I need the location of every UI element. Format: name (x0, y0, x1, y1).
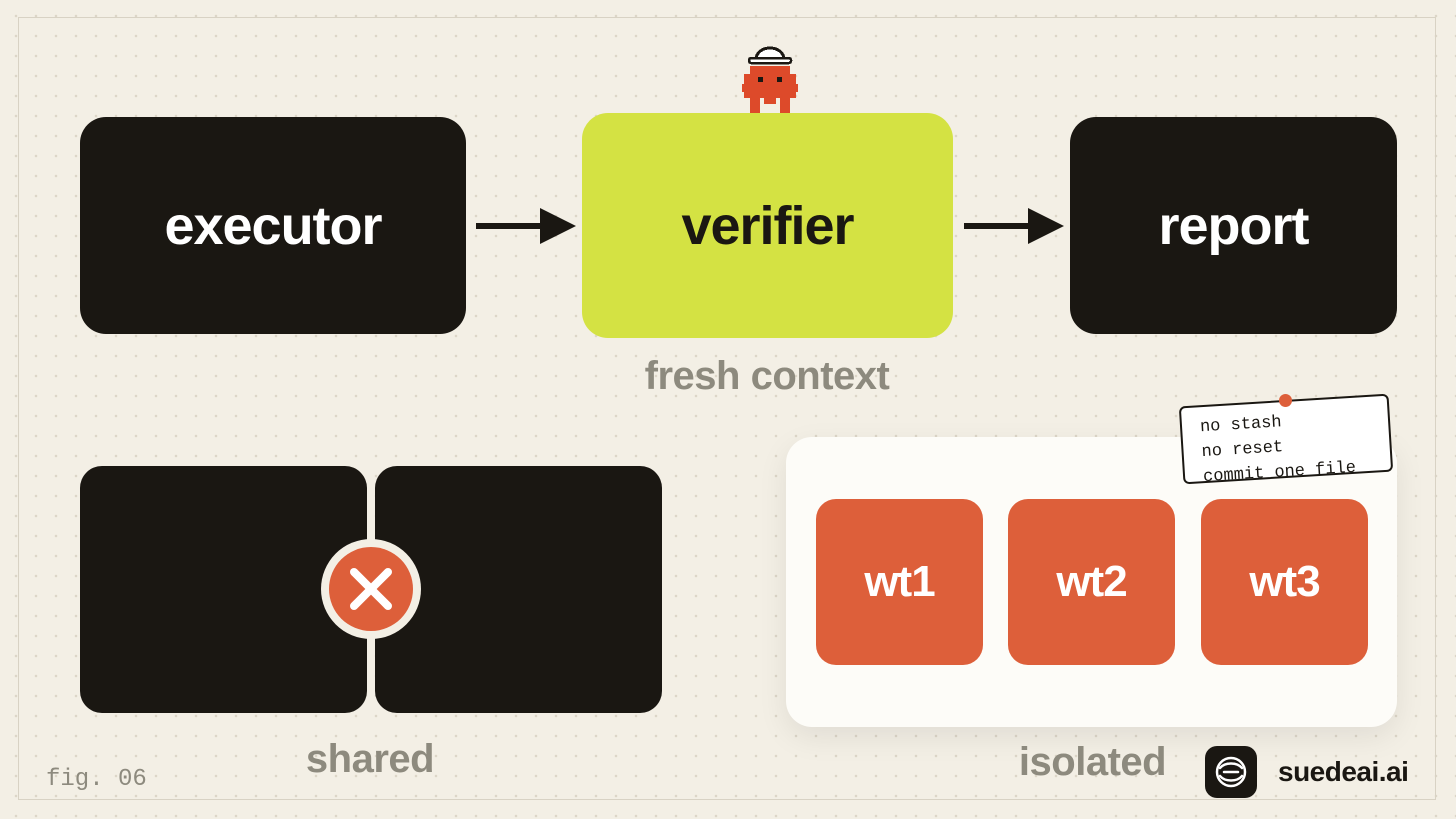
worktree-label: wt1 (864, 557, 935, 606)
worktree-box: wt2 (1008, 499, 1175, 665)
executor-label: executor (164, 195, 382, 256)
figure-label: fig. 06 (46, 766, 147, 793)
worktree-box: wt3 (1201, 499, 1368, 665)
shared-block-left (80, 466, 367, 713)
report-box: report (1070, 117, 1397, 334)
worktree-label: wt2 (1056, 557, 1127, 606)
verifier-label: verifier (681, 195, 854, 256)
arrow-right-icon (476, 208, 576, 244)
isolated-caption: isolated (1018, 740, 1167, 784)
brand-name: suedeai.ai (1278, 756, 1409, 787)
worktree-box: wt1 (816, 499, 983, 665)
rules-note: no stash no reset commit one file (1178, 393, 1394, 487)
worktree-label: wt3 (1249, 557, 1320, 606)
executor-box: executor (80, 117, 466, 334)
figure-frame (18, 17, 1436, 800)
swirl-logo-icon (1205, 746, 1257, 798)
arrow-right-icon (964, 208, 1064, 244)
pin-icon (1279, 394, 1292, 407)
fresh-context-caption: fresh context (644, 354, 890, 398)
report-label: report (1158, 195, 1309, 256)
x-circle-icon (321, 539, 421, 639)
robot-mascot-icon (742, 46, 798, 114)
verifier-box: verifier (582, 113, 953, 338)
shared-caption: shared (305, 737, 435, 781)
shared-block-right (375, 466, 662, 713)
